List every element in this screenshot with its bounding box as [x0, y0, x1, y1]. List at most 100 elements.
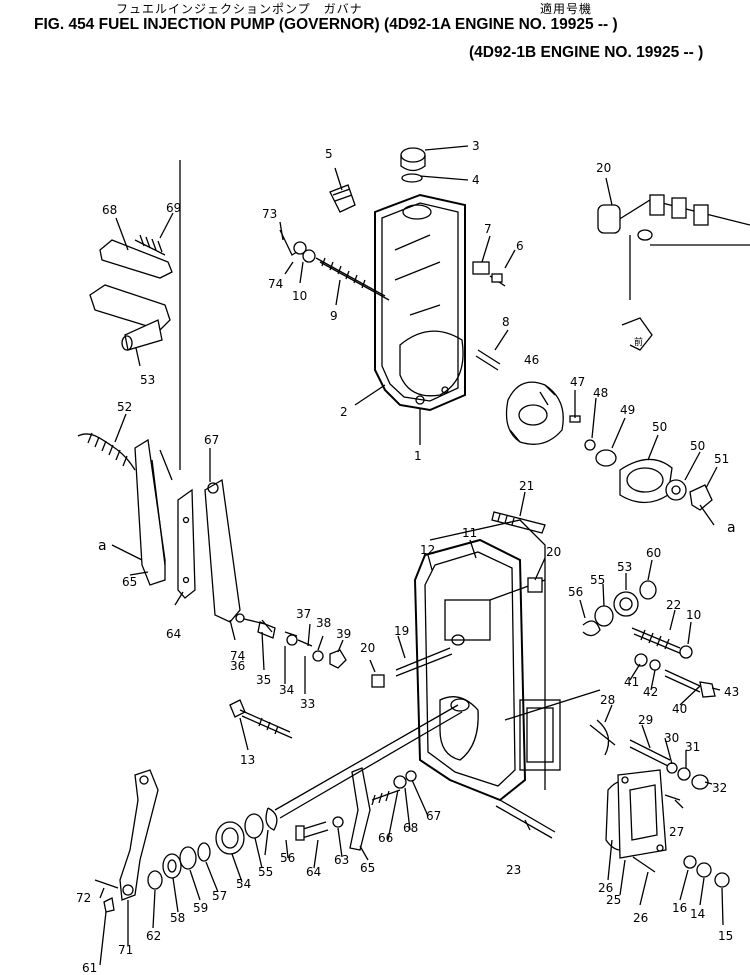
callout-65: 65 [360, 861, 375, 875]
callout-56b: 56 [280, 851, 295, 865]
shaft-assembly [235, 613, 347, 669]
cap-20b [527, 577, 543, 593]
callout-72: 68 [102, 203, 117, 217]
callout-10a: 10 [292, 289, 307, 303]
callout-22: 22 [666, 598, 681, 612]
callout-55a: 55 [590, 573, 605, 587]
callout-5: 5 [325, 147, 333, 161]
callout-62: 62 [146, 929, 161, 943]
callout-51: 51 [714, 452, 729, 466]
callout-27: 26 [633, 911, 648, 925]
cover-25 [605, 769, 730, 888]
callout-35: 34 [279, 683, 294, 697]
callout-77: 73 [262, 207, 277, 221]
lever-69 [134, 438, 166, 586]
callout-46: 47 [570, 375, 585, 389]
callout-15: 15 [718, 929, 733, 943]
svg-text:前: 前 [634, 336, 643, 348]
callout-19: 19 [394, 624, 409, 638]
callout-36: 35 [256, 673, 271, 687]
callout-60: 60 [646, 546, 661, 560]
callout-59: 59 [193, 901, 208, 915]
callout-47: 48 [593, 386, 608, 400]
callout-52: 52 [117, 400, 132, 414]
callout-75: 71 [118, 943, 133, 957]
bolt-23 [495, 799, 556, 839]
callout-2: 2 [340, 405, 348, 419]
callout-32: 31 [685, 740, 700, 754]
callout-33: 32 [712, 781, 727, 795]
callout-50: 50 [652, 420, 667, 434]
callout-63: 63 [334, 853, 349, 867]
bolt-21 [491, 511, 546, 534]
screw-8 [475, 349, 501, 371]
callout-28: 27 [669, 825, 684, 839]
governor-cover [413, 519, 601, 802]
callout-38: 37 [296, 607, 311, 621]
callout-69: 65 [122, 575, 137, 589]
callout-25: 25 [606, 893, 621, 907]
callout-73: 69 [166, 201, 181, 215]
lever-74 [204, 478, 241, 623]
callout-21: 21 [519, 479, 534, 493]
spring-52 [77, 432, 136, 471]
callout-45: 46 [524, 353, 539, 367]
callout-58: 58 [170, 911, 185, 925]
flyweight-assembly [505, 381, 713, 511]
callout-66: 66 [378, 831, 393, 845]
figure-title-line2: (4D92-1B ENGINE NO. 19925 -- ) [469, 44, 704, 61]
callout-14: 14 [690, 907, 705, 921]
figure-title: FIG. 454 FUEL INJECTION PUMP (GOVERNOR) … [34, 16, 618, 33]
header: フュエルインジェクションポンプ ガバナ 適用号機 FIG. 454 FUEL I… [0, 0, 750, 70]
callout-6: 6 [516, 239, 524, 253]
callout-76: 72 [76, 891, 91, 905]
callout-30: 29 [638, 713, 653, 727]
callout-11: 11 [462, 526, 477, 540]
callout-labels: 3 4 5 20 68 69 73 7 6 74 10 9 8 46 53 47… [76, 139, 739, 975]
plug [400, 147, 426, 183]
callout-42: 41 [624, 675, 639, 689]
japanese-applicability: 適用号機 [540, 2, 593, 16]
callout-56a: 56 [568, 585, 583, 599]
bolt-13 [229, 699, 293, 739]
callout-41: 40 [672, 702, 687, 716]
callout-a-right: a [727, 520, 736, 536]
lever-75 [94, 769, 159, 913]
plate-70 [177, 488, 196, 599]
callout-20a: 20 [546, 545, 561, 559]
callout-40: 39 [336, 627, 351, 641]
callout-53: 53 [140, 373, 155, 387]
callout-68: 68 [403, 821, 418, 835]
callout-31: 30 [664, 731, 679, 745]
callout-16: 16 [672, 901, 687, 915]
callout-39: 38 [316, 616, 331, 630]
callout-13: 13 [240, 753, 255, 767]
pin-19 [395, 647, 453, 677]
lever-53 [89, 284, 171, 351]
governor-housing [374, 193, 466, 412]
callout-37: 36 [230, 659, 245, 673]
callout-67: 67 [426, 809, 441, 823]
callout-48: 49 [620, 403, 635, 417]
callout-1: 1 [414, 449, 422, 463]
callout-7: 7 [484, 222, 492, 236]
callout-9: 9 [330, 309, 338, 323]
callout-29: 28 [600, 693, 615, 707]
callout-43: 42 [643, 685, 658, 699]
callout-70: 64 [166, 627, 181, 641]
shaft-56 [274, 704, 463, 819]
japanese-title: フュエルインジェクションポンプ ガバナ [116, 2, 363, 16]
callout-55b: 55 [258, 865, 273, 879]
callout-71: 67 [204, 433, 219, 447]
washer-stack [147, 767, 417, 890]
callout-54b: 54 [236, 877, 251, 891]
leader-lines [99, 145, 724, 966]
callout-4: 4 [472, 173, 480, 187]
callout-78: 74 [268, 277, 283, 291]
callout-54a: 53 [617, 560, 632, 574]
callout-34: 33 [300, 697, 315, 711]
callout-12: 12 [420, 543, 435, 557]
callout-64: 64 [306, 865, 321, 879]
lever-77 [279, 229, 316, 263]
